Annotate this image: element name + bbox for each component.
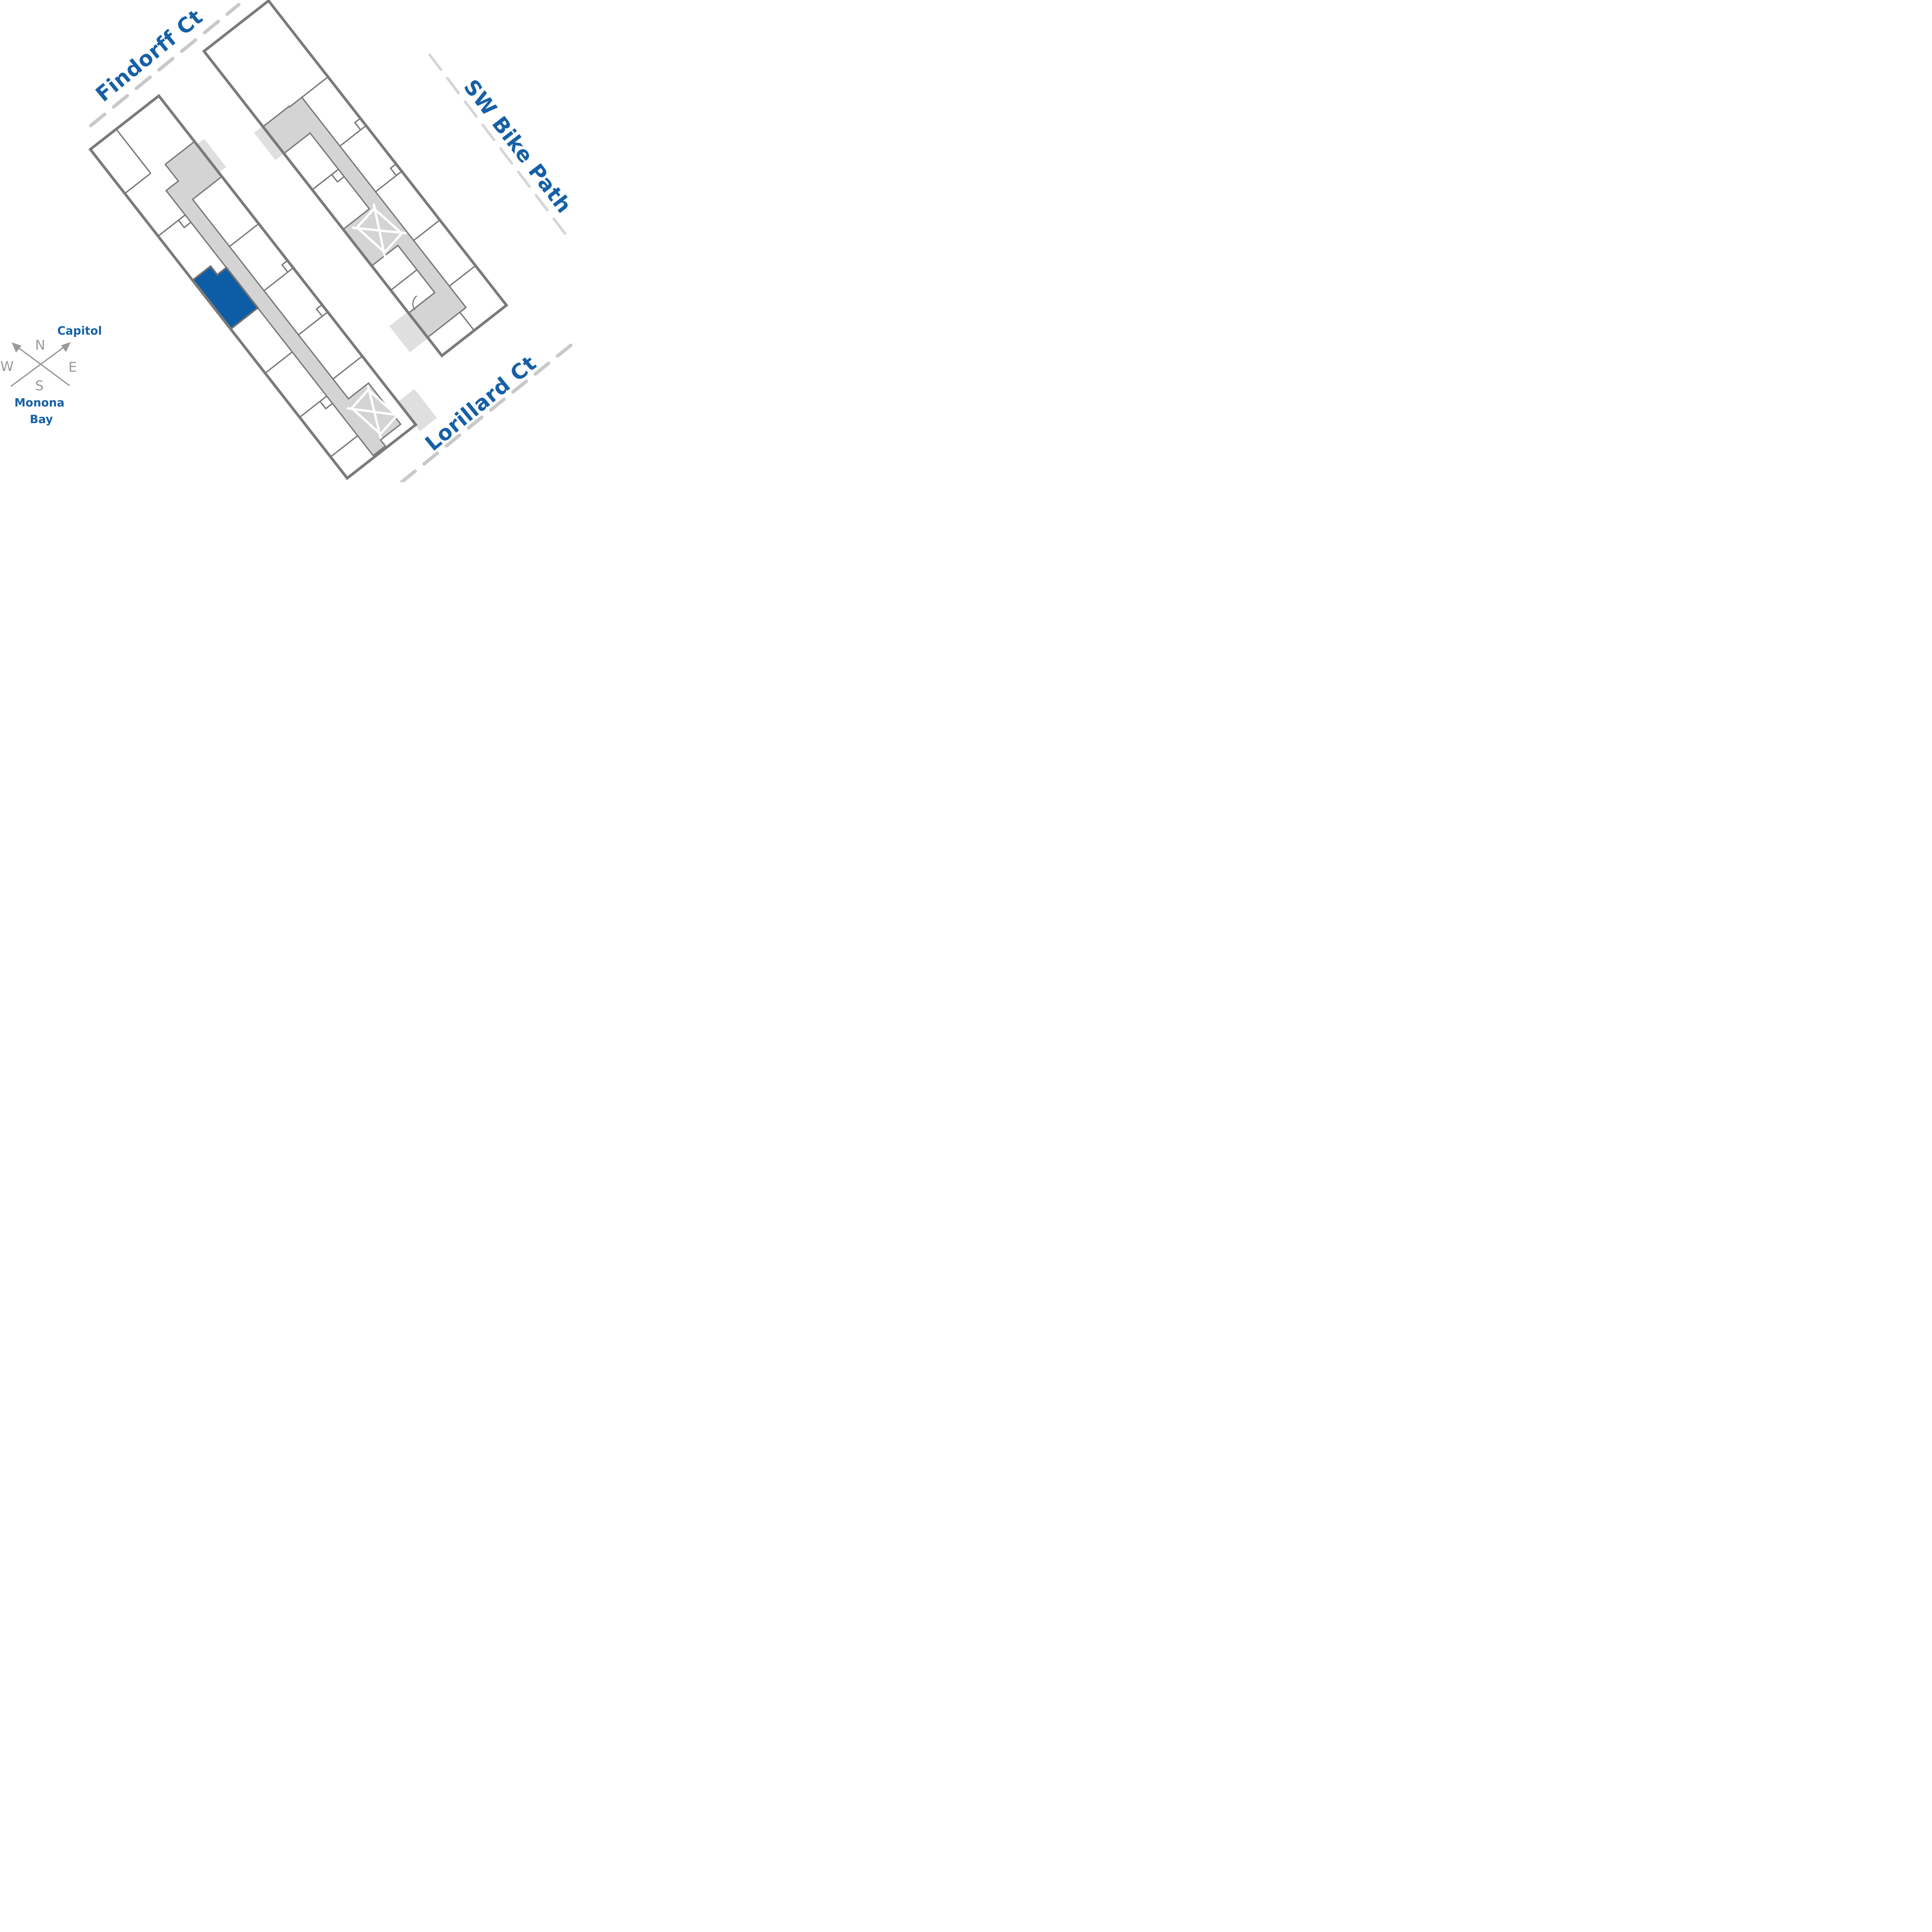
wall-notch bbox=[319, 401, 333, 410]
elevator-x-icon bbox=[347, 384, 402, 439]
site-plan-map: Findorff Ct SW Bike Path Lorillard Ct N … bbox=[0, 0, 577, 482]
east-egress-stub bbox=[389, 312, 428, 352]
unit-divider bbox=[124, 173, 151, 194]
site-plan-page: Findorff Ct SW Bike Path Lorillard Ct N … bbox=[0, 0, 606, 482]
unit-divider bbox=[330, 435, 358, 457]
door-arc bbox=[412, 295, 417, 311]
wall-notch bbox=[315, 304, 323, 317]
compass-rose-icon: N W E S bbox=[0, 338, 77, 394]
unit-divider bbox=[459, 311, 475, 331]
west-building-outline bbox=[88, 94, 418, 480]
west-entry-stub bbox=[196, 139, 226, 174]
east-building-outline bbox=[202, 0, 509, 358]
street-label-lorillard: Lorillard Ct bbox=[420, 351, 541, 456]
elevator-x-icon bbox=[352, 203, 407, 257]
wall-notch bbox=[331, 174, 345, 183]
compass-w: W bbox=[0, 359, 14, 374]
west-building bbox=[88, 94, 437, 480]
street-label-findorff: Findorff Ct bbox=[91, 5, 207, 107]
landmark-monona-bay-line1: Monona bbox=[14, 396, 65, 409]
landmark-capitol: Capitol bbox=[57, 324, 102, 337]
east-building bbox=[202, 0, 509, 358]
unit-divider bbox=[332, 355, 363, 380]
unit-divider bbox=[413, 219, 440, 241]
unit-divider bbox=[158, 214, 186, 237]
compass-s: S bbox=[35, 378, 44, 394]
unit-divider bbox=[301, 76, 328, 98]
unit-divider bbox=[449, 265, 476, 287]
lorillard-ct-street-line bbox=[400, 343, 573, 482]
findorff-ct-street-line bbox=[89, 3, 241, 128]
compass-n: N bbox=[35, 338, 45, 353]
wall-notch bbox=[389, 163, 397, 176]
unit-divider bbox=[264, 267, 294, 291]
compass-arrow-ne bbox=[10, 346, 65, 387]
wall-notch bbox=[354, 117, 361, 131]
sw-bike-path-line bbox=[428, 53, 568, 236]
unit-divider bbox=[299, 395, 327, 418]
unit-divider bbox=[298, 311, 328, 335]
street-label-bike-path: SW Bike Path bbox=[459, 75, 577, 218]
unit-divider bbox=[311, 168, 339, 190]
unit-divider bbox=[116, 129, 151, 174]
compass-e: E bbox=[68, 360, 77, 375]
west-egress-stub bbox=[397, 389, 437, 432]
unit-divider bbox=[390, 269, 418, 291]
east-entry-stub bbox=[254, 126, 284, 160]
compass-arrow-nw bbox=[17, 346, 70, 386]
unit-divider bbox=[229, 223, 259, 247]
unit-divider bbox=[265, 351, 293, 374]
unit-divider bbox=[339, 125, 367, 147]
compass-arrowhead-ne bbox=[61, 342, 71, 352]
wall-notch bbox=[178, 219, 192, 229]
wall-notch bbox=[281, 260, 289, 273]
compass-arrowhead-nw bbox=[12, 342, 22, 353]
unit-divider bbox=[375, 170, 402, 192]
landmark-monona-bay-line2: Bay bbox=[30, 413, 53, 426]
